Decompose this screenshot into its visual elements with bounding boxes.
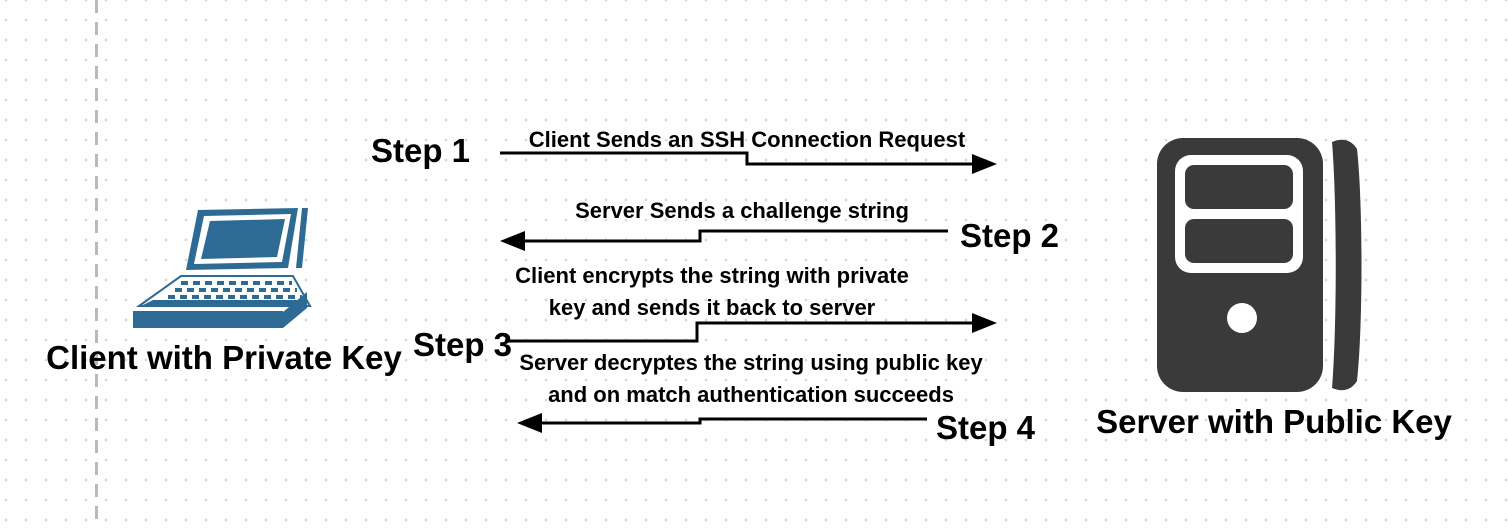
step-2-arrow-line xyxy=(524,229,948,243)
laptop-screen xyxy=(201,219,285,259)
step-4-arrow xyxy=(517,413,927,433)
step-3-arrowhead-right xyxy=(972,313,997,333)
laptop-keys xyxy=(168,281,302,299)
step-2-arrowhead-left xyxy=(500,231,525,251)
step-2-label: Step 2 xyxy=(960,217,1060,254)
step-4-arrow-line xyxy=(542,417,927,425)
server-icon xyxy=(1152,132,1367,397)
laptop-lid-edge xyxy=(296,208,308,268)
step-1-label: Step 1 xyxy=(371,132,471,169)
server-icon-graphic xyxy=(1157,138,1362,392)
laptop-deck-front xyxy=(141,300,308,306)
step-1-arrow xyxy=(500,151,997,174)
step-4-arrowhead-left xyxy=(517,413,542,433)
laptop-base-side xyxy=(283,292,307,328)
step-3-message: Client encrypts the string with private … xyxy=(515,263,909,320)
server-power-button xyxy=(1227,303,1257,333)
server-side-panel xyxy=(1332,139,1362,391)
step-2-arrow xyxy=(500,229,948,251)
step-4-message: Server decryptes the string using public… xyxy=(519,350,983,407)
step-4-label: Step 4 xyxy=(936,409,1036,446)
laptop-icon xyxy=(133,200,318,340)
step-1-arrow-line xyxy=(500,151,973,166)
step-2-message: Server Sends a challenge string xyxy=(575,198,909,223)
laptop-icon-graphic xyxy=(133,208,312,328)
step-3-label: Step 3 xyxy=(413,326,513,363)
step-3-arrow xyxy=(505,313,997,343)
laptop-base xyxy=(133,311,283,328)
step-1-message: Client Sends an SSH Connection Request xyxy=(528,127,966,152)
step-3-arrow-line xyxy=(505,321,973,343)
client-label: Client with Private Key xyxy=(46,339,402,376)
server-drive-bay-top xyxy=(1185,165,1293,209)
step-1-arrowhead-right xyxy=(972,154,997,174)
server-label: Server with Public Key xyxy=(1096,403,1452,440)
server-drive-bay-bottom xyxy=(1185,219,1293,263)
